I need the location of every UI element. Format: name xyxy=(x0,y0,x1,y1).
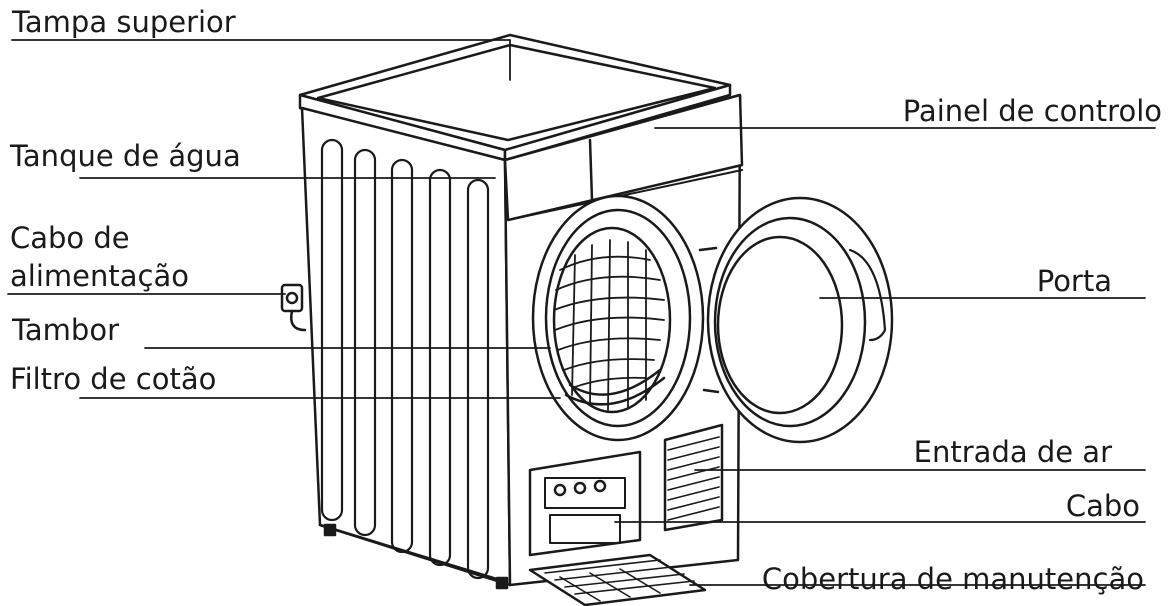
label-entrada-de-ar: Entrada de ar xyxy=(913,435,1112,469)
label-tanque-de-agua: Tanque de água xyxy=(10,139,241,173)
label-porta: Porta xyxy=(1036,264,1112,298)
label-cabo-alimentacao-line1: Cabo de xyxy=(10,221,130,255)
label-cobertura-de-manutencao: Cobertura de manutenção xyxy=(761,562,1144,596)
drum-opening xyxy=(531,194,705,442)
label-filtro-de-cotao: Filtro de cotão xyxy=(10,362,217,396)
side-panel xyxy=(300,106,512,587)
label-tambor: Tambor xyxy=(12,313,120,347)
top-lid xyxy=(298,33,732,162)
power-socket xyxy=(280,283,307,332)
maintenance-compartment xyxy=(528,450,642,557)
leader-lines xyxy=(7,39,1156,586)
door xyxy=(698,196,894,444)
air-intake-grille xyxy=(663,423,724,532)
label-cabo: Cabo xyxy=(1065,489,1140,523)
label-painel-de-controlo: Painel de controlo xyxy=(902,94,1162,128)
maintenance-cover xyxy=(528,553,707,606)
label-tampa-superior: Tampa superior xyxy=(12,5,236,39)
feet xyxy=(323,523,509,590)
label-cabo-alimentacao-line2: alimentação xyxy=(10,259,189,293)
